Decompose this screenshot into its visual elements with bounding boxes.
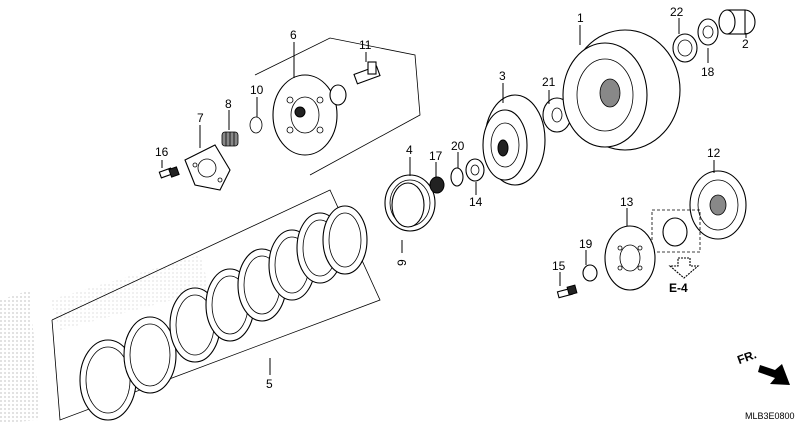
part-label-9: 9 — [395, 259, 409, 266]
part-label-3: 3 — [499, 69, 506, 83]
part-label-13: 13 — [620, 195, 634, 209]
pressure-plate-6 — [272, 74, 338, 156]
clutch-pack-shading-right — [50, 255, 210, 330]
leader-lines — [161, 18, 747, 375]
clutch-pack-shading — [0, 290, 40, 423]
bolt-15 — [556, 284, 578, 299]
part-label-19: 19 — [579, 237, 593, 251]
circlip-10 — [249, 116, 263, 134]
part-label-14: 14 — [469, 195, 483, 209]
part-label-21: 21 — [542, 75, 556, 89]
part-label-1: 1 — [577, 11, 584, 25]
washer-14 — [465, 158, 485, 182]
washer-19 — [582, 264, 598, 282]
part-label-22: 22 — [670, 5, 684, 19]
washer-18-hole — [702, 25, 714, 39]
part-label-4: 4 — [406, 143, 413, 157]
part-label-17: 17 — [429, 149, 443, 163]
nut-17 — [429, 176, 445, 194]
gear-12 — [689, 170, 747, 240]
e4-arrow — [668, 257, 700, 279]
part-label-11: 11 — [359, 38, 372, 52]
bracket-6 — [254, 37, 421, 176]
clutch-plate-stack — [79, 205, 368, 421]
needle-bearing-22 — [672, 33, 698, 63]
part-label-15: 15 — [552, 259, 566, 273]
spring-8 — [221, 131, 239, 147]
part-label-8: 8 — [225, 97, 232, 111]
washer-14-hole — [470, 164, 480, 176]
drawing-code: MLB3E0800 — [745, 411, 795, 421]
part-label-20: 20 — [451, 139, 465, 153]
part-label-7: 7 — [197, 111, 204, 125]
part-label-2: 2 — [742, 37, 749, 51]
part-label-18: 18 — [701, 65, 715, 79]
washer-20 — [450, 167, 464, 187]
washer-18 — [697, 18, 719, 46]
clutch-outer-1 — [562, 29, 681, 151]
bearing-lifter — [329, 84, 347, 106]
part-label-5: 5 — [266, 377, 273, 391]
washer-21-hole — [551, 107, 563, 123]
judder-ring-9 — [391, 182, 425, 228]
clutch-center-3 — [482, 94, 546, 186]
sprocket-13 — [604, 225, 656, 291]
part-label-6: 6 — [290, 28, 297, 42]
lifter-rod-11 — [353, 61, 381, 85]
part-label-10: 10 — [250, 83, 264, 97]
one-way-clutch — [662, 217, 688, 247]
direction-label-fr: FR. — [735, 347, 758, 367]
front-arrow — [758, 364, 790, 385]
part-label-12: 12 — [707, 146, 721, 160]
lifter-plate-7 — [184, 144, 231, 191]
bolt-16 — [158, 166, 180, 179]
part-label-16: 16 — [155, 145, 169, 159]
collar-2 — [718, 9, 756, 35]
bracket-5 — [51, 189, 381, 421]
reference-label-e4: E-4 — [669, 281, 688, 295]
